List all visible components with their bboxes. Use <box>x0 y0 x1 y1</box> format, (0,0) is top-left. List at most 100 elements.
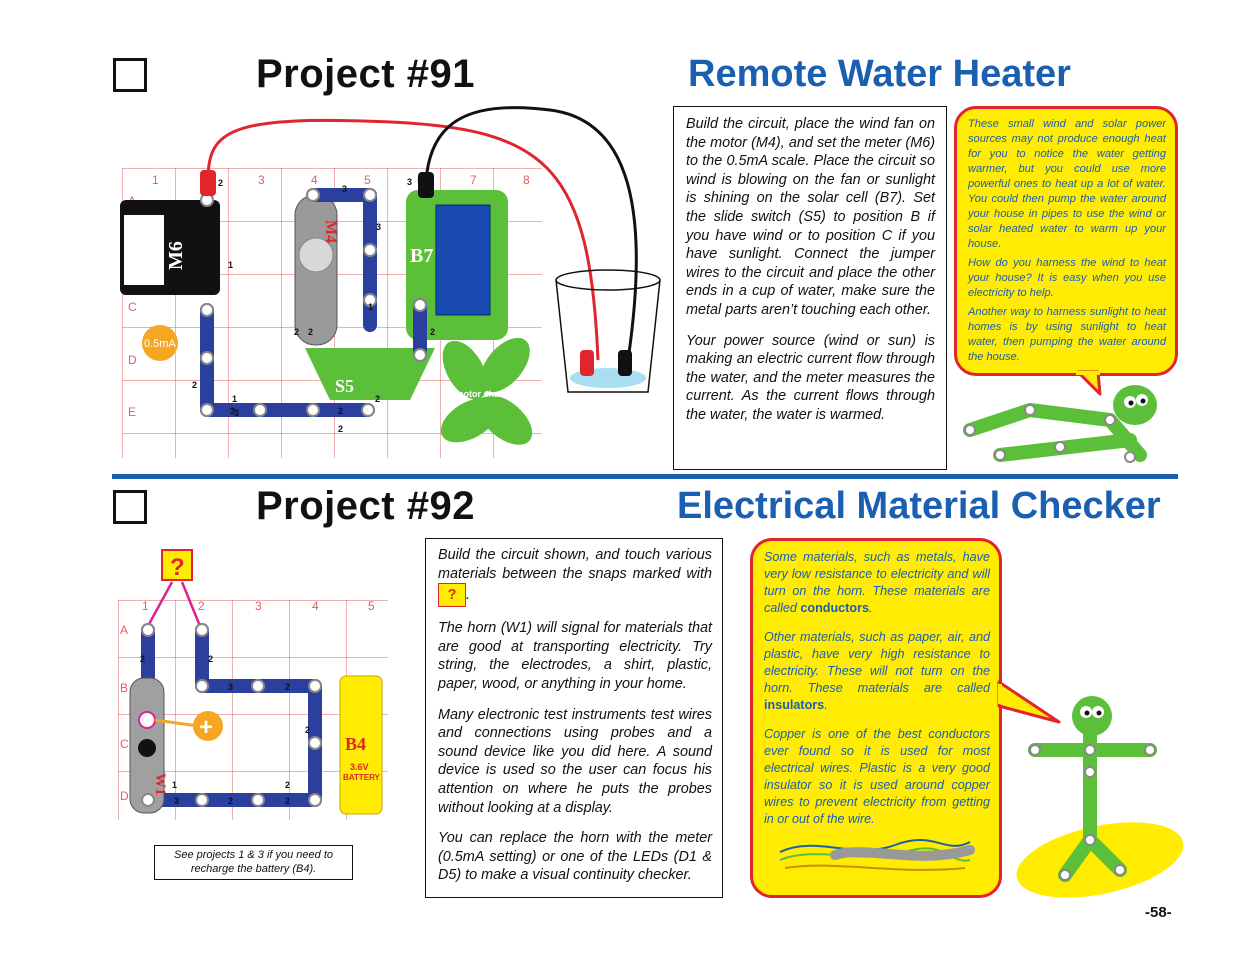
col-label: 3 <box>255 599 262 613</box>
snap-number: 3 <box>376 222 381 232</box>
motor-label: M4 <box>322 220 339 243</box>
snap-number: 2 <box>218 178 223 188</box>
bubble-paragraph: Copper is one of the best conductors eve… <box>764 727 990 826</box>
bubble-tail <box>997 680 1061 724</box>
snap-number: 2 <box>305 725 310 735</box>
page-number: -58- <box>1145 904 1172 921</box>
col-label: 5 <box>364 173 371 187</box>
conductors-term: conductors <box>800 601 869 615</box>
snap-number: 3 <box>234 408 239 418</box>
row-label: D <box>128 353 137 367</box>
recharge-note: See projects 1 & 3 if you need to rechar… <box>154 845 353 880</box>
slide-switch-s5 <box>305 348 435 400</box>
bubble-paragraph: Some materials, such as metals, have ver… <box>764 550 990 615</box>
snap-number: 2 <box>208 654 213 664</box>
project92-title: Project #92 <box>256 484 475 528</box>
instruction-paragraph: Build the circuit shown, and touch vario… <box>438 546 712 608</box>
snap-number: 2 <box>228 796 233 806</box>
snap-number: 2 <box>294 327 299 337</box>
bubble-paragraph: How do you harness the wind to heat your… <box>968 257 1166 299</box>
row-label: C <box>128 300 137 314</box>
snap-number: 3 <box>230 406 235 416</box>
project92-checkbox[interactable] <box>113 490 147 524</box>
col-label: 4 <box>312 599 319 613</box>
instruction-end: . <box>466 586 470 603</box>
battery-b4 <box>339 675 383 815</box>
snap-number: 2 <box>285 780 290 790</box>
plus-marker <box>193 711 223 741</box>
snap-number: 2 <box>375 394 380 404</box>
snap-number: 3 <box>407 177 412 187</box>
question-mark: ? <box>170 554 185 581</box>
project91-name: Remote Water Heater <box>688 53 1071 95</box>
snap-number: 1 <box>368 302 373 312</box>
col-label: 5 <box>368 599 375 613</box>
col-label: 4 <box>311 173 318 187</box>
instruction-paragraph: Many electronic test instruments test wi… <box>438 706 712 816</box>
horn-label: W1 <box>152 773 168 796</box>
project91-title: Project #91 <box>256 52 475 96</box>
instruction-paragraph: Build the circuit, place the wind fan on… <box>686 116 935 318</box>
col-label: 2 <box>198 599 205 613</box>
black-jumper-wire <box>424 106 638 361</box>
row-label: D <box>120 789 129 803</box>
battery-text: BATTERY <box>343 773 381 782</box>
bubble-paragraph: These small wind and solar power sources… <box>968 118 1166 250</box>
row-label: A <box>120 623 128 637</box>
snap-number: 1 <box>172 780 177 790</box>
red-jumper-wire <box>206 118 600 361</box>
col-label: 1 <box>142 599 149 613</box>
col-label: 1 <box>152 173 159 187</box>
snap-number: 3 <box>174 796 179 806</box>
instruction-text: Build the circuit shown, and touch vario… <box>438 547 712 582</box>
col-label: 3 <box>258 173 265 187</box>
instruction-paragraph: Your power source (wind or sun) is makin… <box>686 332 935 423</box>
switch-label: S5 <box>335 376 354 396</box>
col-label: 7 <box>470 173 477 187</box>
snap-number: 2 <box>285 682 290 692</box>
row-label: E <box>128 405 136 419</box>
instruction-paragraph: You can replace the horn with the meter … <box>438 830 712 884</box>
wind-fan <box>440 337 533 445</box>
mascot-head <box>1072 696 1112 736</box>
snap-number: 2 <box>285 796 290 806</box>
snap-number: 2 <box>338 406 343 416</box>
project92-instructions: Build the circuit shown, and touch vario… <box>425 538 723 898</box>
snap-number: 3 <box>342 184 347 194</box>
col-label: 8 <box>523 173 530 187</box>
water-cup <box>555 269 661 393</box>
bubble-paragraph: Another way to harness sunlight to heat … <box>968 306 1166 363</box>
mascot-character <box>963 385 1157 463</box>
project92-circuit-diagram: 1 2 3 4 5 A B C D ? W1 + B4 3.6V BATTERY… <box>118 549 388 820</box>
battery-voltage: 3.6V <box>350 762 369 772</box>
row-label: C <box>120 737 129 751</box>
battery-label: B4 <box>345 734 366 754</box>
snap-number: 3 <box>228 682 233 692</box>
project91-speech-bubble: These small wind and solar power sources… <box>954 106 1178 376</box>
yellow-spotlight <box>1016 822 1184 898</box>
project91-instructions: Build the circuit, place the wind fan on… <box>673 106 947 470</box>
fan-label: on motor shaft <box>442 389 505 399</box>
wires-illustration <box>779 839 975 871</box>
project92-speech-bubble: Some materials, such as metals, have ver… <box>750 538 1002 898</box>
instruction-paragraph: The horn (W1) will signal for materials … <box>438 620 712 692</box>
insulators-term: insulators <box>764 698 825 712</box>
bubble-paragraph: Other materials, such as paper, air, and… <box>764 630 990 712</box>
snap-number: 2 <box>430 327 435 337</box>
project92-name: Electrical Material Checker <box>677 485 1161 527</box>
question-marker <box>161 549 193 581</box>
plus-symbol: + <box>199 714 213 741</box>
project91-circuit-diagram: 1 2 3 4 5 6 7 8 A B C D E M6 0.5mA M4 B7… <box>120 106 661 458</box>
question-icon: ? <box>438 583 466 608</box>
mascot-character <box>1016 696 1184 898</box>
meter-label: M6 <box>165 241 187 270</box>
section-divider <box>112 474 1178 479</box>
bubble-tail <box>1076 370 1102 396</box>
project91-checkbox[interactable] <box>113 58 147 92</box>
row-label: B <box>120 681 128 695</box>
snap-number: 2 <box>192 380 197 390</box>
snap-number: 2 <box>338 424 343 434</box>
snap-number: 1 <box>232 394 237 404</box>
black-clip <box>418 172 434 198</box>
solar-label: B7 <box>410 245 433 267</box>
